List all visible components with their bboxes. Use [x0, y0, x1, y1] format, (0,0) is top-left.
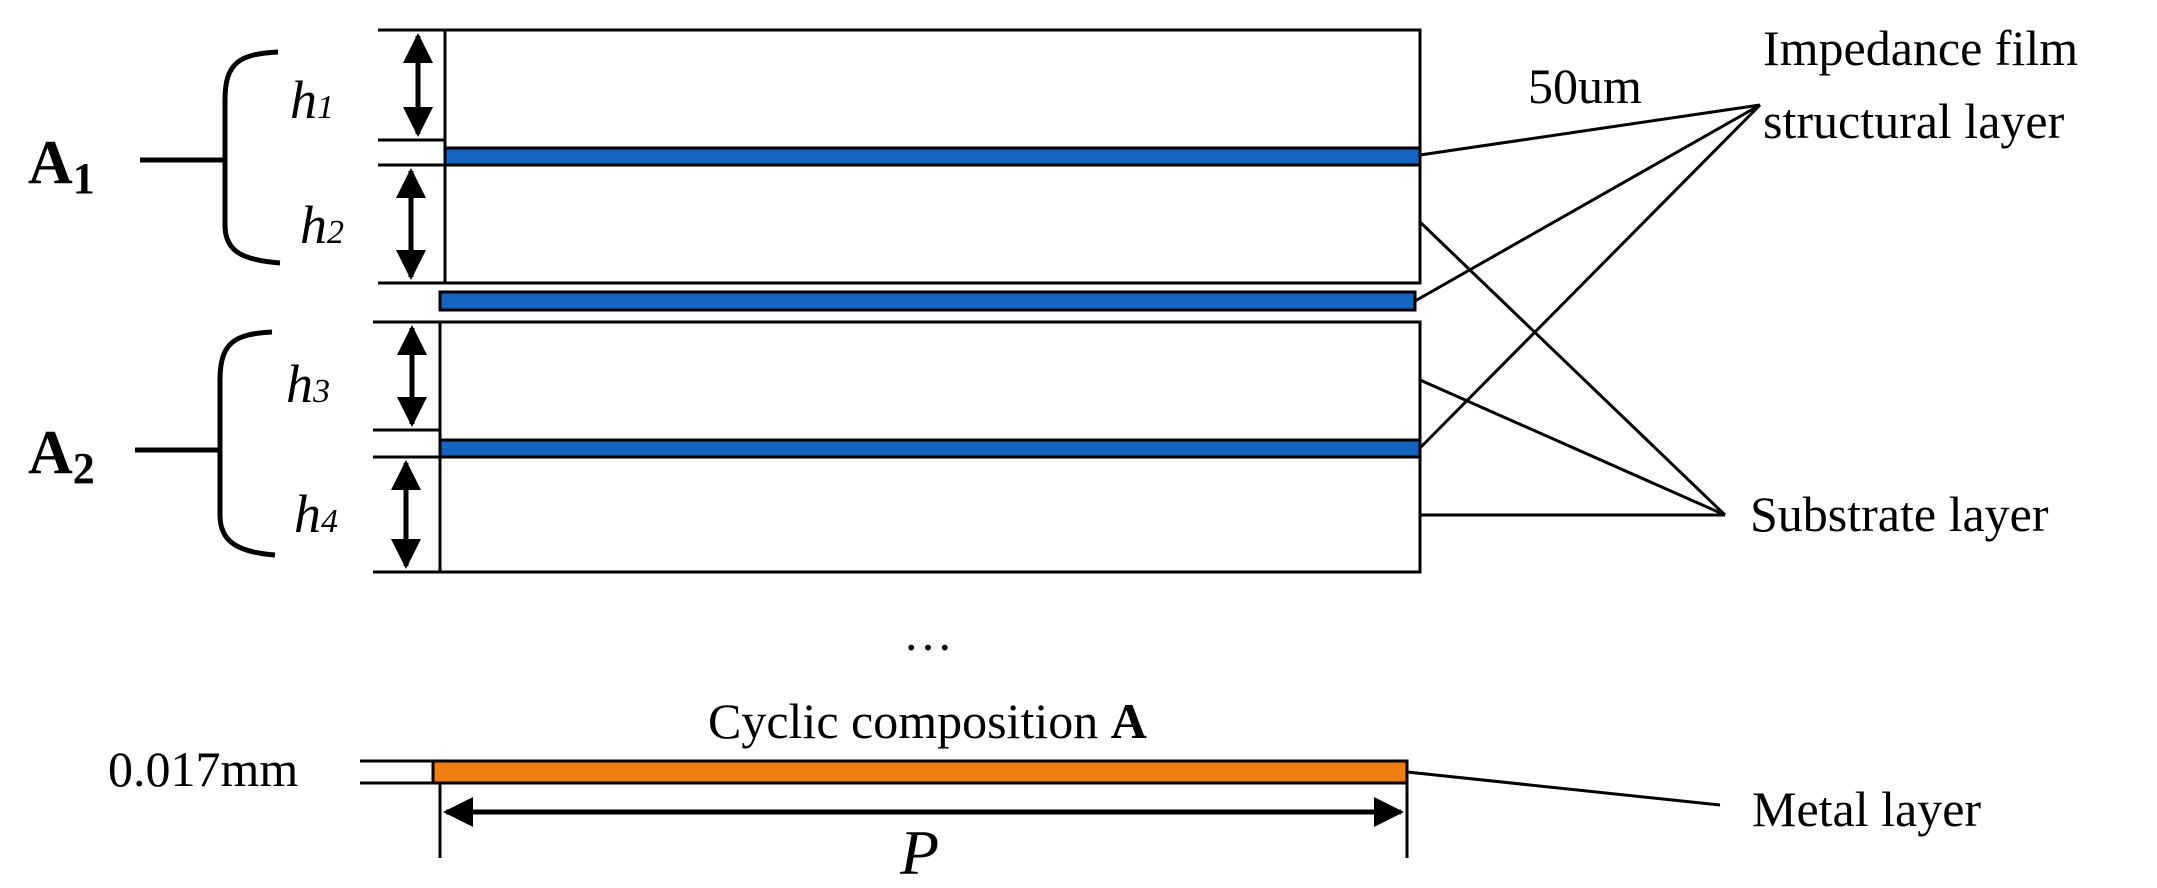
h4-label: h4: [294, 484, 338, 544]
h2-label: h2: [300, 195, 344, 255]
impedance-film-label-line2: structural layer: [1763, 93, 2065, 149]
substrate-layer-1: [443, 28, 1422, 150]
substrate-layer-3: [438, 320, 1422, 442]
ellipsis: …: [903, 605, 953, 661]
cyclic-composition-label: Cyclic composition A: [708, 693, 1147, 749]
brace-a1: [222, 49, 281, 266]
h1-label: h1: [290, 70, 334, 130]
height-arrows: [391, 33, 433, 569]
metal-thickness-label: 0.017mm: [108, 741, 298, 797]
metal-layer: [431, 759, 1409, 785]
substrate-layer-2: [443, 163, 1422, 285]
group-label-a1: A1: [28, 129, 95, 203]
impedance-film-1: [443, 146, 1422, 167]
h3-label: h3: [286, 354, 330, 414]
impedance-film-2: [438, 290, 1417, 312]
metal-thickness-ticks: [360, 759, 433, 785]
film-thickness-label: 50um: [1528, 58, 1642, 114]
substrate-layer-4: [438, 455, 1422, 574]
impedance-film-3: [438, 438, 1422, 459]
substrate-layer-label: Substrate layer: [1750, 486, 2049, 542]
height-ticks: [373, 28, 445, 574]
brace-a2: [217, 329, 276, 558]
metal-layer-label: Metal layer: [1752, 781, 1981, 837]
impedance-film-label-line1: Impedance film: [1763, 20, 2078, 76]
group-label-a2: A2: [28, 419, 95, 493]
leader-lines: [1406, 103, 1762, 807]
period-label: P: [899, 817, 939, 883]
period-dimension: [438, 783, 1409, 858]
